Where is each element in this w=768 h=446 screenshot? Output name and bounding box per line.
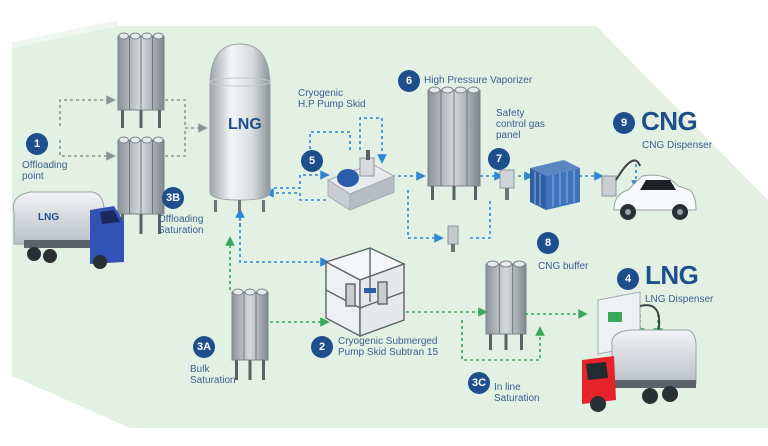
tank-lng-label: LNG — [228, 116, 262, 133]
cng-car — [613, 174, 697, 220]
safety-gas-panel — [499, 169, 515, 200]
offloading-truck — [12, 191, 124, 269]
badge-4: 4 — [617, 268, 639, 290]
badge-2: 2 — [311, 336, 333, 358]
label-offloading-point: Offloading point — [22, 160, 68, 182]
cng-dispenser — [601, 159, 641, 197]
inline-saturation-vaporizer — [485, 260, 527, 350]
label-lng-dispenser: LNG Dispenser — [645, 294, 714, 305]
lng-storage-tank — [209, 43, 271, 212]
vaporizer-drain-pump — [447, 225, 459, 252]
high-pressure-vaporizer — [427, 86, 481, 200]
offloading-vaporizer-bottom — [117, 136, 165, 234]
badge-5: 5 — [301, 150, 323, 172]
submerged-pump-skid — [324, 247, 406, 338]
label-safety-panel: Safety control gas panel — [496, 108, 545, 141]
badge-9: 9 — [613, 112, 635, 134]
badge-3a: 3A — [193, 336, 215, 358]
badge-1: 1 — [26, 133, 48, 155]
badge-8: 8 — [537, 232, 559, 254]
label-submerged-pump-skid: Cryogenic Submerged Pump Skid Subtran 15 — [338, 336, 439, 358]
bulk-saturation-vaporizer — [231, 288, 269, 380]
hp-pump-skid — [326, 150, 396, 211]
label-cng-buffer: CNG buffer — [538, 261, 589, 272]
label-hp-vaporizer: High Pressure Vaporizer — [424, 75, 533, 86]
cng-buffer — [530, 160, 580, 210]
label-inline-saturation: In line Saturation — [494, 382, 540, 404]
label-bulk-saturation: Bulk Saturation — [190, 364, 236, 386]
label-offloading-saturation: Offloading Saturation — [158, 214, 204, 236]
badge-7: 7 — [488, 148, 510, 170]
offloading-vaporizer-top — [117, 32, 165, 128]
lng-title: LNG — [645, 260, 699, 290]
cng-title: CNG — [641, 106, 698, 136]
lng-truck — [582, 329, 697, 412]
label-cng-dispenser: CNG Dispenser — [642, 140, 713, 151]
badge-3c: 3C — [468, 372, 490, 394]
label-hp-pump-skid: Cryogenic H.P Pump Skid — [298, 88, 366, 110]
truck-lng-label: LNG — [38, 212, 60, 223]
badge-3b: 3B — [162, 187, 184, 209]
badge-6: 6 — [398, 70, 420, 92]
